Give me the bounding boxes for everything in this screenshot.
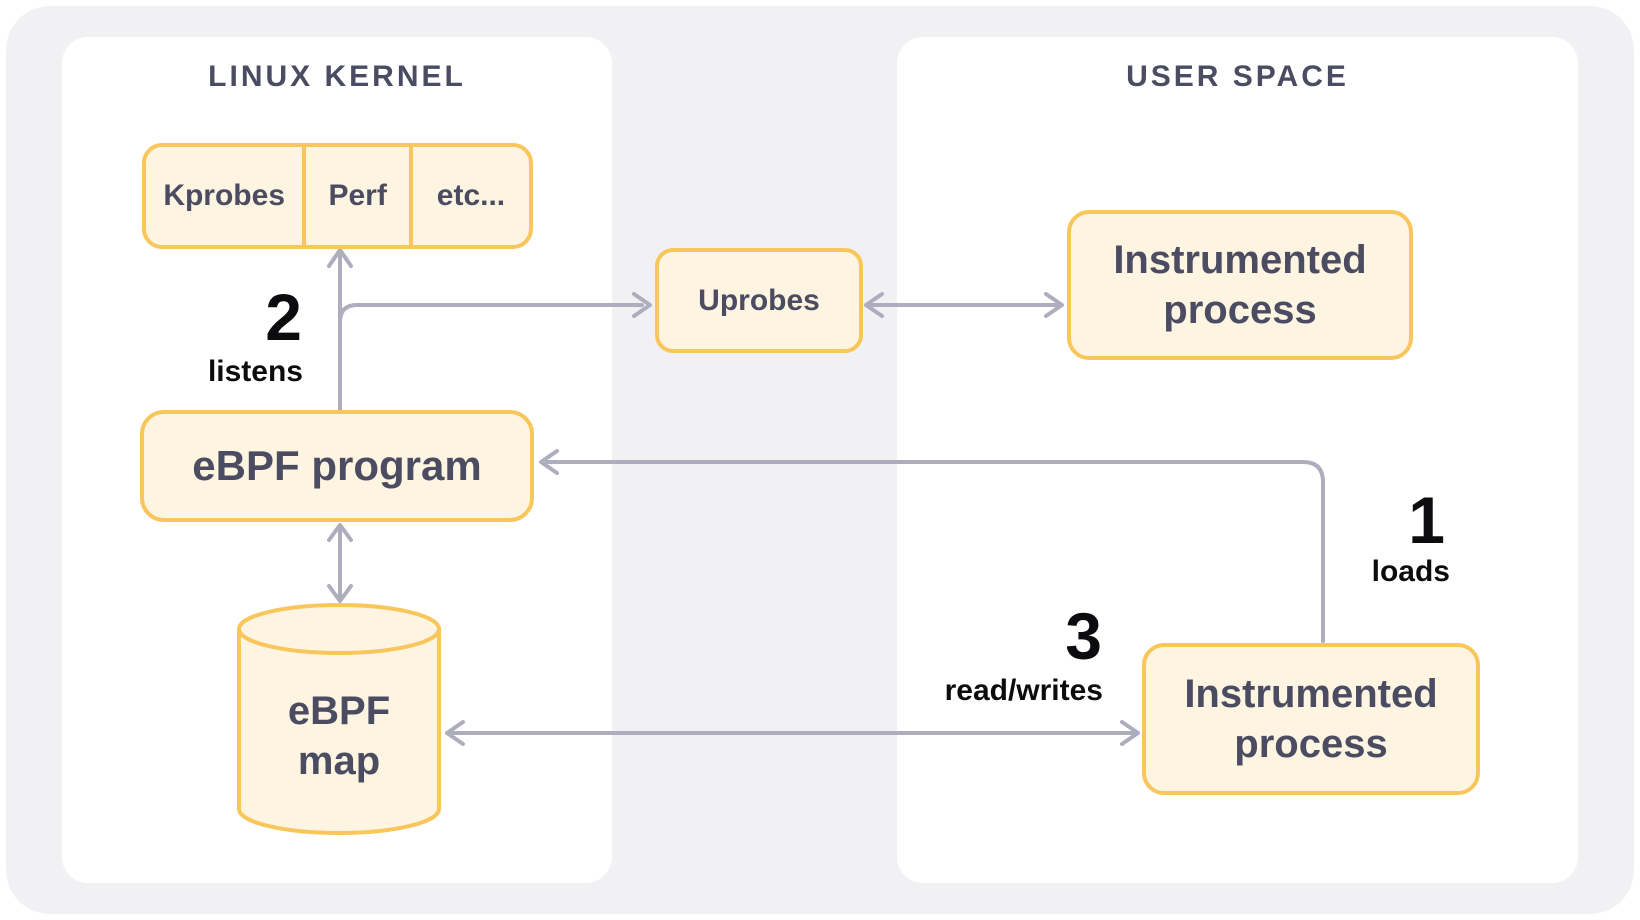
annotation-2-label: listens [207, 355, 303, 388]
instrumented-bottom-line2: process [1234, 722, 1388, 766]
linux-kernel-title: LINUX KERNEL [208, 60, 466, 93]
instrumented-process-bottom-box: Instrumented process [1142, 643, 1480, 795]
ebpf-program-label: eBPF program [192, 442, 482, 489]
annotation-1-number: 1 [1408, 483, 1445, 557]
user-space-title: USER SPACE [1126, 60, 1349, 93]
instrumented-top-line1: Instrumented [1113, 238, 1367, 282]
annotation-2-number: 2 [265, 280, 302, 354]
probes-row: Kprobes Perf etc... [142, 143, 533, 249]
instrumented-process-top-box: Instrumented process [1067, 210, 1413, 360]
kprobes-label: Kprobes [163, 179, 285, 212]
annotation-3-label: read/writes [944, 674, 1103, 707]
annotation-1-label: loads [1371, 555, 1450, 588]
ebpf-map-line1: eBPF [287, 689, 391, 733]
etc-label: etc... [436, 179, 506, 212]
ebpf-map-label: eBPF map [235, 686, 443, 786]
perf-box: Perf [302, 147, 409, 245]
ebpf-program-box: eBPF program [140, 410, 534, 522]
annotation-3-number: 3 [1065, 599, 1102, 673]
kprobes-box: Kprobes [146, 147, 302, 245]
uprobes-label: Uprobes [698, 283, 820, 317]
instrumented-top-line2: process [1163, 288, 1317, 332]
ebpf-map-line2: map [297, 739, 381, 783]
instrumented-bottom-line1: Instrumented [1184, 672, 1438, 716]
perf-label: Perf [328, 179, 387, 212]
etc-box: etc... [408, 147, 529, 245]
uprobes-box: Uprobes [655, 248, 863, 353]
